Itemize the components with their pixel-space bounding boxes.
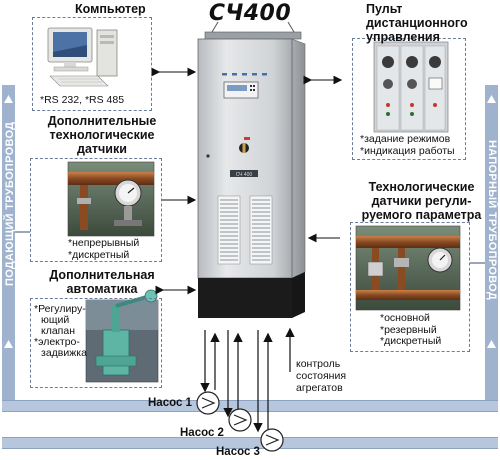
automation-notes: *Регулиру- ющий клапан *электро- задвижк… xyxy=(34,304,87,359)
computer-note: *RS 232, *RS 485 xyxy=(40,95,124,107)
remote-notes: *задание режимов *индикация работы xyxy=(360,134,455,157)
extra-sensors-notes: *непрерывный *дискретный xyxy=(68,238,139,261)
reg-sensors-title: Технологические датчики регули- руемого … xyxy=(354,180,489,222)
pump-3-label: Насос 3 xyxy=(216,446,260,458)
extra-sensors-title: Дополнительные технологические датчики xyxy=(42,114,162,156)
cabinet-plate-text: СЧ 400 xyxy=(236,172,253,178)
computer-title: Компьютер xyxy=(75,2,146,16)
reg-sensors-notes: *основной *резервный *дискретный xyxy=(380,313,441,348)
supply-pipe-arrows xyxy=(4,95,13,348)
pump-3-icon xyxy=(261,429,283,451)
remote-title: Пульт дистанционного управления xyxy=(366,2,468,44)
cabinet: СЧ 400 xyxy=(198,22,305,318)
pump-1-label: Насос 1 xyxy=(148,397,192,409)
main-title: СЧ400 xyxy=(200,1,300,26)
automation-title: Дополнительная автоматика xyxy=(40,268,164,296)
control-note: контроль состояния агрегатов xyxy=(296,358,346,394)
pump-1-icon xyxy=(197,392,219,414)
pump-2-label: Насос 2 xyxy=(180,427,224,439)
pump-2-icon xyxy=(229,409,251,431)
